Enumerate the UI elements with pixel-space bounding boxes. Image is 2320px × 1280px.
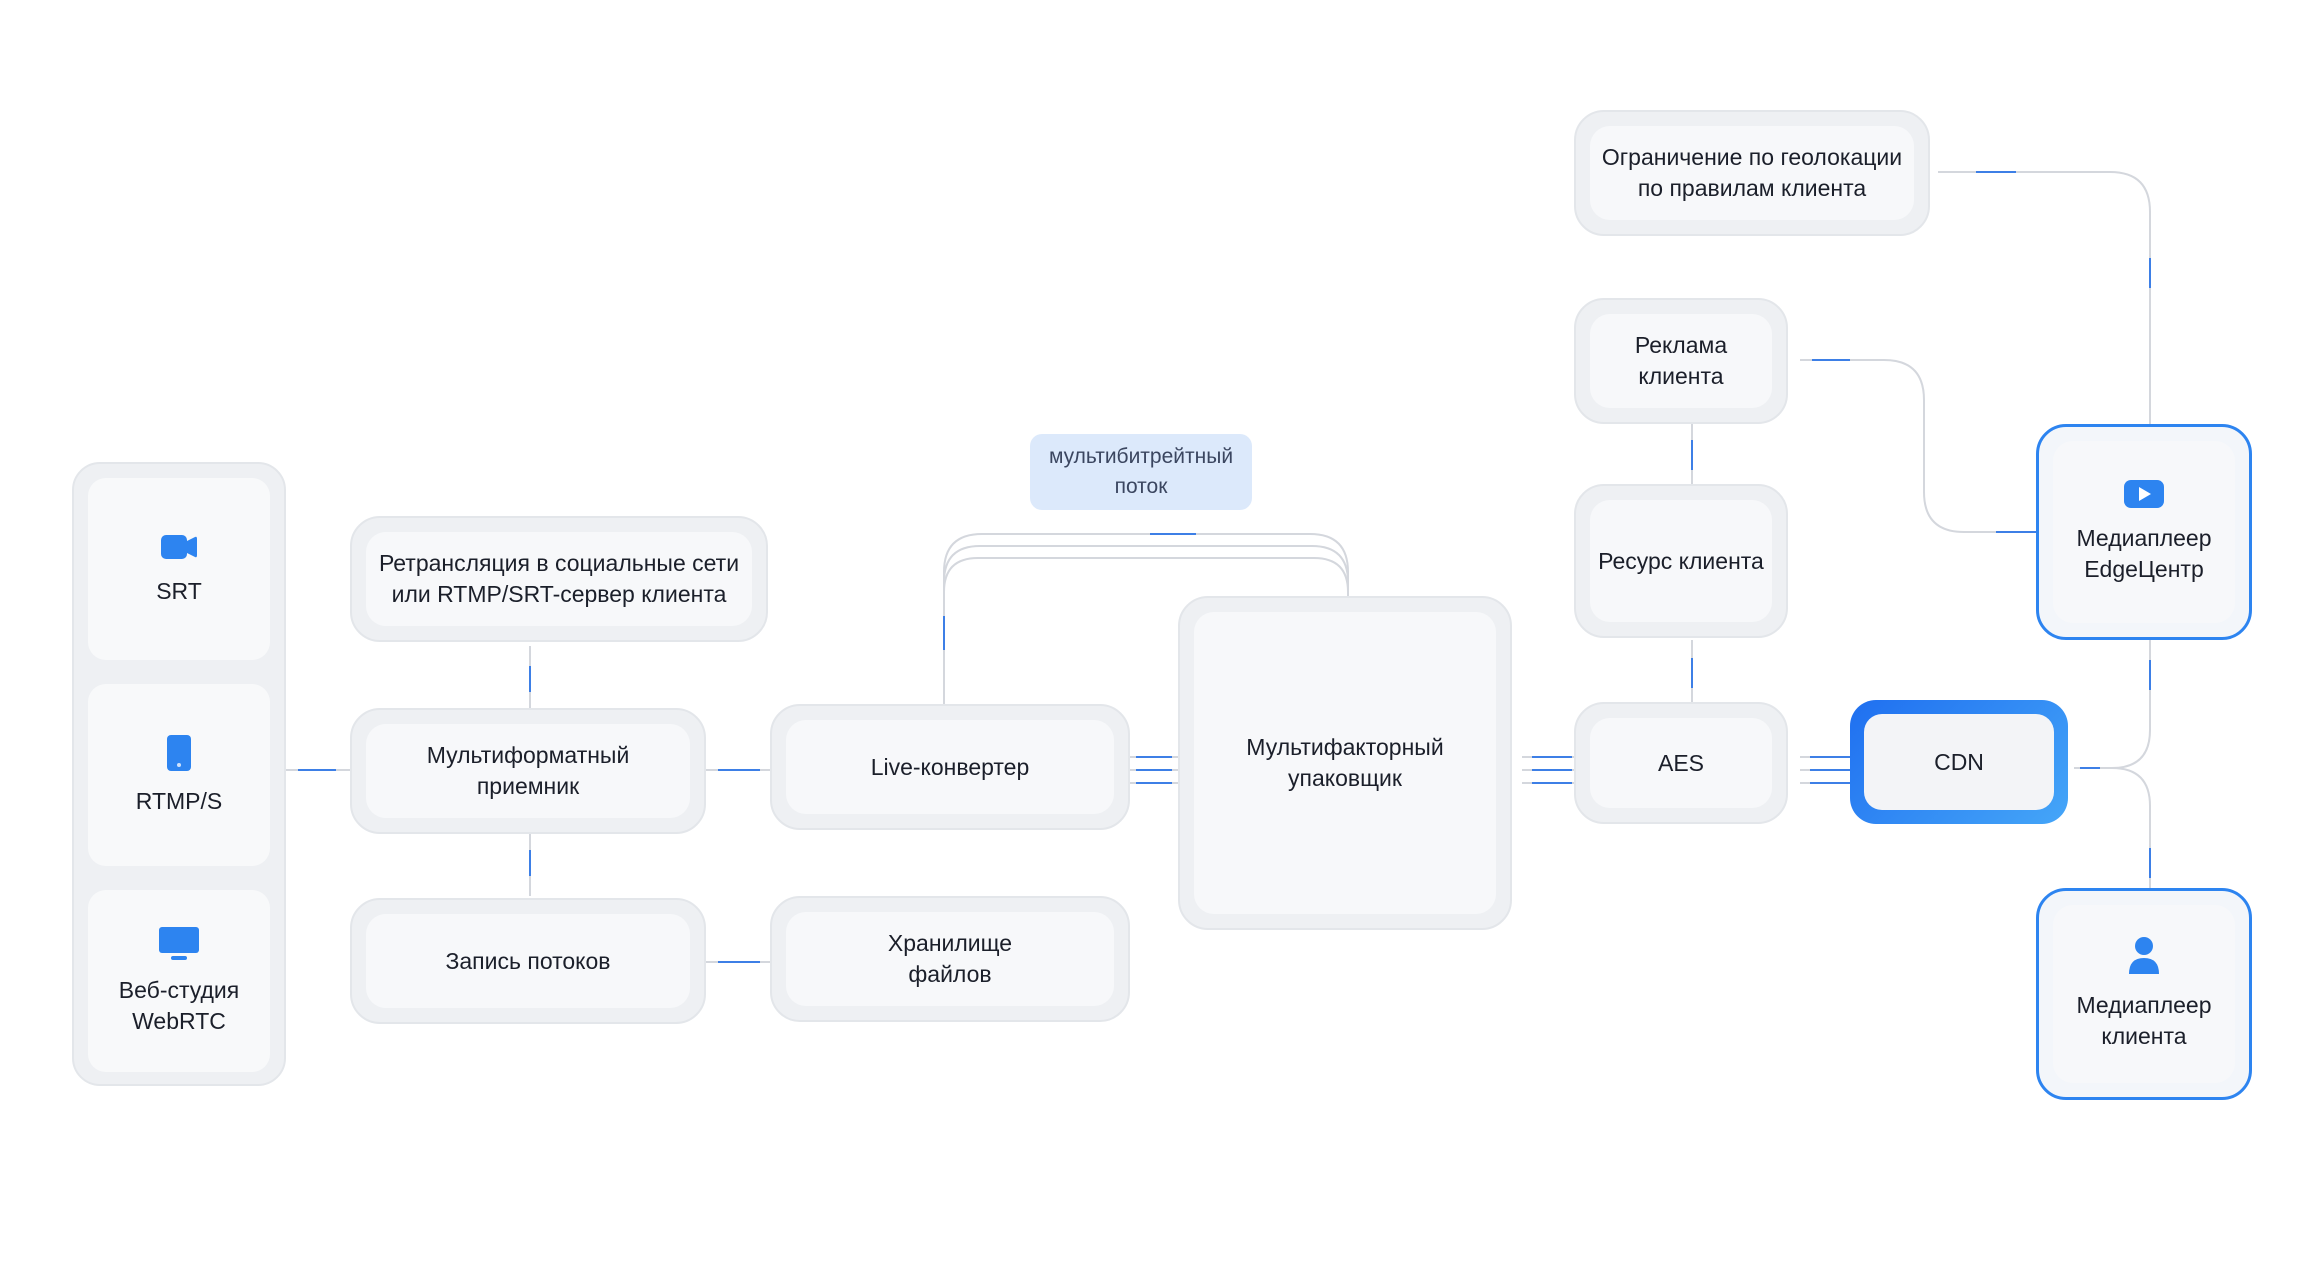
edge-cdn-player-edge [2074, 640, 2151, 769]
node-receiver[interactable]: Мультиформатный приемник [350, 708, 706, 834]
node-geo-label: Ограничение по геолокации по правилам кл… [1601, 144, 1903, 201]
camera-icon [161, 534, 197, 559]
edge-geo-player-edge [1938, 171, 2151, 428]
node-converter[interactable]: Live-конвертер [770, 704, 1130, 830]
source-label: SRT [156, 577, 202, 604]
multibitrate-tag: мультибитрейтный поток [1030, 434, 1252, 510]
node-cdn[interactable]: CDN [1850, 700, 2068, 824]
monitor-icon [159, 927, 199, 960]
source-webrtc[interactable]: Веб-студия WebRTC [88, 890, 270, 1072]
sources-panel: SRT RTMP/S Веб-студия WebRTC [72, 462, 286, 1086]
node-resource-label: Ресурс клиента [1598, 547, 1764, 574]
edge-multibitrate-loop [943, 533, 1349, 706]
node-restream[interactable]: Ретрансляция в социальные сети или RTMP/… [350, 516, 768, 642]
edge-ads-player-edge [1800, 359, 2050, 533]
node-restream-label: Ретрансляция в социальные сети или RTMP/… [378, 550, 740, 607]
source-label: Веб-студия WebRTC [118, 977, 240, 1034]
node-packager[interactable]: Мультифакторный упаковщик [1178, 596, 1512, 930]
node-player-edge-label: Медиаплеер EdgeЦентр [2076, 525, 2212, 582]
node-packager-label: Мультифакторный упаковщик [1246, 734, 1444, 791]
node-aes[interactable]: AES [1574, 702, 1788, 824]
edge-cdn-player-client [2111, 767, 2151, 894]
source-srt[interactable]: SRT [88, 478, 270, 660]
node-aes-label: AES [1657, 749, 1705, 776]
source-rtmp[interactable]: RTMP/S [88, 684, 270, 866]
node-ads[interactable]: Реклама клиента [1574, 298, 1788, 424]
node-storage[interactable]: Хранилище файлов [770, 896, 1130, 1022]
node-cdn-label: CDN [1934, 748, 1984, 775]
node-player-edge[interactable]: Медиаплеер EdgeЦентр [2036, 424, 2252, 640]
node-storage-label: Хранилище файлов [887, 930, 1013, 987]
node-resource[interactable]: Ресурс клиента [1574, 484, 1788, 638]
node-player-client-label: Медиаплеер клиента [2076, 992, 2212, 1049]
play-icon [2124, 480, 2164, 508]
node-geo[interactable]: Ограничение по геолокации по правилам кл… [1574, 110, 1930, 236]
node-recording[interactable]: Запись потоков [350, 898, 706, 1024]
node-receiver-label: Мультиформатный приемник [426, 742, 630, 799]
node-ads-label: Реклама клиента [1634, 332, 1728, 389]
phone-icon [167, 734, 191, 771]
node-recording-label: Запись потоков [445, 947, 611, 974]
source-label: RTMP/S [135, 787, 223, 814]
node-player-client[interactable]: Медиаплеер клиента [2036, 888, 2252, 1100]
node-converter-label: Live-конвертер [870, 753, 1030, 780]
user-icon [2129, 937, 2159, 974]
